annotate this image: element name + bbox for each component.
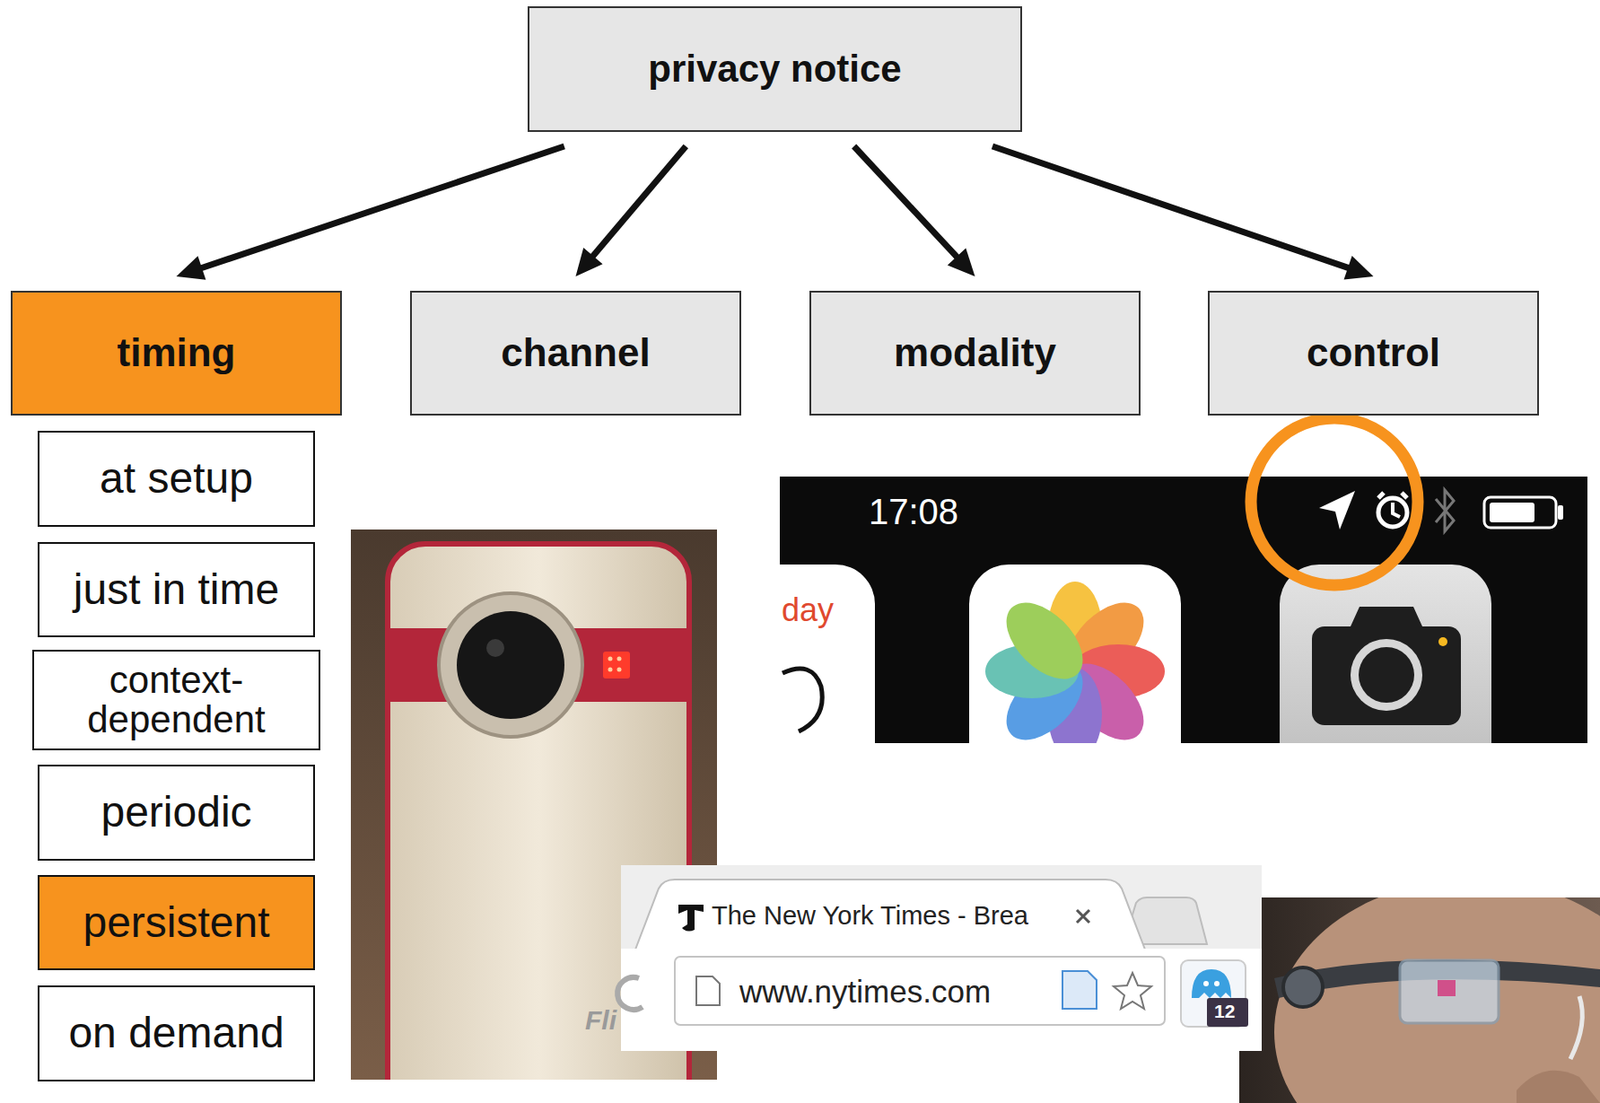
- arrow-connector: [992, 146, 1352, 270]
- option-box: on demand: [37, 985, 315, 1082]
- root-box: privacy notice: [527, 6, 1023, 132]
- phone-screenshot: [779, 476, 1588, 744]
- arrow-connector: [198, 146, 565, 270]
- box-label: just in time: [73, 567, 280, 613]
- box-label: periodic: [100, 789, 252, 835]
- option-box: at setup: [37, 430, 315, 527]
- box-label: privacy notice: [647, 49, 901, 89]
- arrow-head: [176, 255, 207, 280]
- category-box: channel: [410, 290, 742, 416]
- tab-title: The New York Times - Brea: [711, 901, 1029, 931]
- box-label: on demand: [68, 1010, 284, 1056]
- arrow-head: [947, 247, 976, 277]
- browser-screenshot: [617, 865, 1262, 1051]
- arrow-head: [576, 247, 604, 277]
- option-box: just in time: [37, 542, 315, 638]
- category-box: timing: [10, 290, 342, 416]
- box-label: context- dependent: [43, 660, 310, 740]
- box-label: at setup: [99, 455, 254, 501]
- category-box: modality: [809, 290, 1141, 416]
- highlight-circle: [1250, 418, 1418, 586]
- box-label: control: [1306, 332, 1441, 374]
- option-box: persistent: [37, 874, 315, 971]
- status-time: 17:08: [868, 491, 959, 532]
- camera-logo: Fli: [585, 1005, 617, 1035]
- arrow-connector: [590, 146, 686, 259]
- badge-count: 12: [1214, 1000, 1235, 1022]
- arrow-connector: [854, 146, 960, 260]
- calendar-day: day: [781, 592, 834, 629]
- box-label: timing: [117, 332, 237, 374]
- box-label: modality: [893, 332, 1057, 374]
- url-text: www.nytimes.com: [739, 974, 991, 1010]
- glass-photo: [1239, 897, 1600, 1103]
- box-label: channel: [500, 332, 650, 374]
- option-box: context- dependent: [32, 649, 321, 751]
- option-box: periodic: [37, 764, 315, 861]
- category-box: control: [1207, 290, 1539, 416]
- arrow-head: [1344, 255, 1374, 280]
- box-label: persistent: [82, 900, 270, 945]
